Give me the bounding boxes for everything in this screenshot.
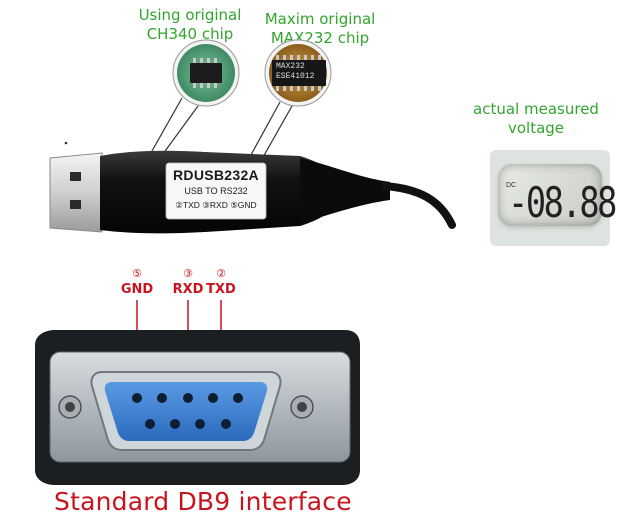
ch340-chip-callout (172, 39, 240, 107)
db9-screw-left (58, 395, 82, 419)
callout-lines (147, 97, 293, 167)
max232-marking-line1: MAX232 (276, 62, 305, 71)
max232-chip-marking: MAX232 ESE41012 (276, 62, 326, 82)
lcd-display (498, 164, 602, 226)
pin-gnd-label: GND (120, 282, 154, 297)
cable-label: RDUSB232A USB TO RS232 ②TXD ③RXD ⑤GND (166, 167, 266, 211)
measured-voltage-label-text: actual measured voltage (473, 100, 599, 137)
pin-txd-label: TXD (206, 282, 236, 297)
cable-body (100, 150, 456, 234)
ch340-chip-label: Using original CH340 chip (122, 6, 258, 44)
pin-labels: ⑤ GND ③ RXD ② TXD (120, 267, 236, 297)
db9-blue-insert (104, 382, 268, 441)
lcd-reading: -08.88 (508, 178, 617, 227)
pin-rxd-number: ③ (183, 267, 193, 280)
usb-plug (49, 152, 103, 233)
max232-chip-callout (264, 39, 332, 107)
cable-pins-text: ②TXD ③RXD ⑤GND (175, 200, 257, 210)
cable-subtitle-text: USB TO RS232 (184, 186, 248, 196)
ch340-chip-label-text: Using original CH340 chip (138, 6, 242, 43)
cable-model-text: RDUSB232A (173, 167, 259, 183)
db9-screw-right (290, 395, 314, 419)
db9-interface-title: Standard DB9 interface (54, 487, 352, 516)
pin-txd-number: ② (216, 267, 226, 280)
max232-marking-line2: ESE41012 (276, 72, 315, 81)
db9-pin-holes (132, 393, 243, 429)
measured-voltage-label: actual measured voltage (468, 100, 604, 138)
pin-gnd-number: ⑤ (132, 267, 142, 280)
pin-rxd-label: RXD (172, 282, 204, 297)
meter-photo: DC -08.88 (490, 150, 617, 246)
lcd-unit: DC (506, 182, 517, 189)
